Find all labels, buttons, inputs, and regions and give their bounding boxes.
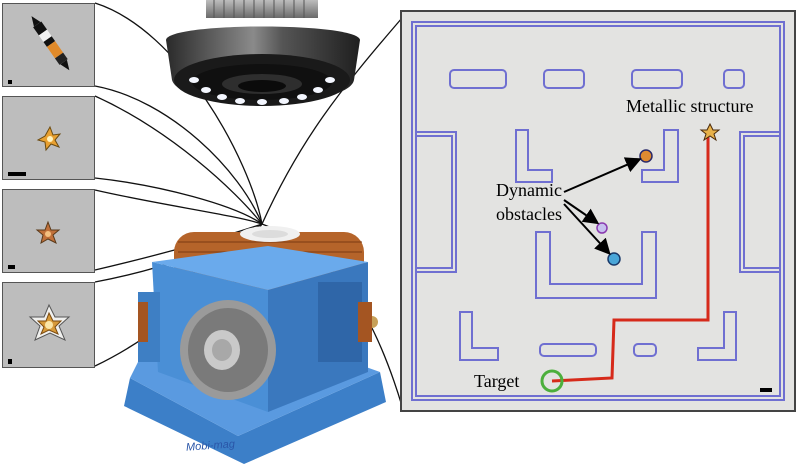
star-particle-icon xyxy=(36,125,62,152)
mobi-mag-device xyxy=(124,226,386,464)
arrow-icon xyxy=(563,203,611,255)
dynamic-obstacles-label-line2: obstacles xyxy=(496,204,562,224)
thumbnail-star-particle-large xyxy=(2,282,95,368)
star-particle-icon xyxy=(35,220,61,245)
arena-maze xyxy=(411,21,785,401)
arena-panel: Metallic structure Dynamic obstacles Tar… xyxy=(400,10,796,412)
thumbnail-star-particle-small xyxy=(2,96,95,180)
dynamic-obstacles-label-line1: Dynamic xyxy=(496,180,562,200)
scale-bar-icon xyxy=(8,172,26,176)
target-label: Target xyxy=(474,371,520,391)
thumbnail-rod-particle xyxy=(2,3,95,87)
scale-bar-icon xyxy=(8,80,12,84)
thumbnail-star-particle-medium xyxy=(2,189,95,273)
rod-particle-image xyxy=(31,16,70,71)
scale-bar-icon xyxy=(8,359,12,364)
metallic-structure-label: Metallic structure xyxy=(626,96,754,116)
scale-bar-icon xyxy=(8,265,15,269)
star-particle-icon xyxy=(28,303,71,342)
lens-icon xyxy=(166,0,360,106)
arrow-icon xyxy=(563,157,642,193)
planned-path xyxy=(551,136,710,383)
arrow-icon xyxy=(563,199,600,225)
